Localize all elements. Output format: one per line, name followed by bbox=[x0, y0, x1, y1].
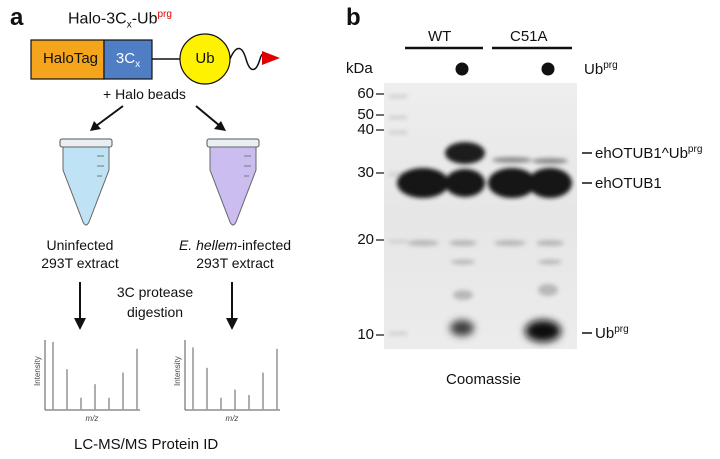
ubprg-header-base: Ub bbox=[584, 61, 604, 78]
ubprg-header-sup: prg bbox=[603, 60, 618, 71]
panel-a-letter: a bbox=[10, 4, 24, 31]
c3-label-text: 3C bbox=[115, 50, 136, 67]
halotag-label: HaloTag bbox=[42, 50, 99, 67]
ubprg-header: Ubprg bbox=[584, 60, 618, 78]
tube-right-icon bbox=[206, 138, 260, 226]
right-extract-label: E. hellem-infected 293T extract bbox=[160, 236, 310, 272]
tube-left-icon bbox=[59, 138, 113, 226]
protease-label: 3C protease digestion bbox=[100, 282, 210, 322]
spectrum-left-ylabel: Intensity bbox=[33, 356, 42, 386]
construct-title-text: Halo-3C bbox=[68, 10, 127, 28]
protease-line2: digestion bbox=[126, 304, 184, 320]
band-ehotub1 bbox=[397, 168, 572, 198]
marker-ticks bbox=[376, 93, 384, 336]
construct-dash: -Ub bbox=[131, 10, 158, 28]
band-label-conj-sup: prg bbox=[687, 144, 703, 155]
spectrum-right-xlabel: m/z bbox=[226, 414, 239, 423]
group-wt-label: WT bbox=[428, 28, 452, 45]
red-arrowhead-icon bbox=[262, 51, 280, 65]
band-label-ub: Ubprg bbox=[595, 324, 629, 342]
spectrum-right bbox=[184, 340, 280, 411]
faint-bands bbox=[407, 240, 564, 300]
spectrum-right-ylabel: Intensity bbox=[173, 356, 182, 386]
right-extract-rest: -infected bbox=[237, 237, 292, 253]
band-label-ub-base: Ub bbox=[595, 325, 615, 342]
marker-20: 20 bbox=[357, 231, 374, 248]
spectrum-left-xlabel: m/z bbox=[86, 414, 99, 423]
construct-title: Halo-3Cx-Ubprg bbox=[68, 9, 172, 31]
halotag-box bbox=[30, 39, 105, 80]
arrow-right-head-icon bbox=[214, 121, 226, 131]
band-label-ub-sup: prg bbox=[614, 324, 629, 335]
marker-lane bbox=[389, 95, 407, 335]
band-label-main: ehOTUB1 bbox=[595, 175, 662, 192]
spectrum-left bbox=[44, 340, 140, 411]
stain-label: Coomassie bbox=[446, 371, 522, 388]
arrow-down-left-icon bbox=[74, 318, 86, 330]
right-extract-italic: E. hellem bbox=[178, 237, 238, 253]
footer-label: LC-MS/MS Protein ID bbox=[74, 436, 219, 453]
arrow-left-head-icon bbox=[90, 121, 101, 131]
construct-sup: prg bbox=[157, 9, 172, 20]
arrow-down-right-icon bbox=[226, 318, 238, 330]
band-ubprg bbox=[450, 320, 561, 342]
panel-a-graphics: Intensity Intensity m/z m/z bbox=[30, 33, 280, 423]
marker-40: 40 bbox=[357, 121, 374, 138]
marker-10: 10 bbox=[357, 326, 374, 343]
marker-60: 60 bbox=[357, 85, 374, 102]
band-label-conj: ehOTUB1^Ubprg bbox=[595, 144, 702, 162]
marker-30: 30 bbox=[357, 164, 374, 181]
band-ehotub1-ubprg bbox=[445, 142, 485, 164]
c3-label: 3Cx bbox=[104, 50, 152, 70]
marker-50: 50 bbox=[357, 106, 374, 123]
ub-label: Ub bbox=[195, 50, 215, 67]
group-c51a-label: C51A bbox=[510, 28, 548, 45]
band-label-conj-base: ehOTUB1^Ub bbox=[595, 145, 688, 162]
ubprg-dot-wt bbox=[455, 62, 469, 76]
ubprg-dot-c51a bbox=[541, 62, 555, 76]
beads-label: + Halo beads bbox=[103, 86, 186, 102]
left-extract-line2: 293T extract bbox=[41, 255, 119, 271]
right-extract-line2: 293T extract bbox=[196, 255, 274, 271]
gel-background bbox=[384, 83, 577, 349]
protease-line1: 3C protease bbox=[116, 284, 194, 300]
left-extract-line1: Uninfected bbox=[46, 237, 114, 253]
kda-label: kDa bbox=[346, 60, 373, 77]
construct-sub-x: x bbox=[126, 19, 132, 31]
c3-label-sub: x bbox=[135, 59, 141, 70]
left-extract-label: Uninfected 293T extract bbox=[20, 236, 140, 272]
panel-b-letter: b bbox=[346, 4, 361, 31]
